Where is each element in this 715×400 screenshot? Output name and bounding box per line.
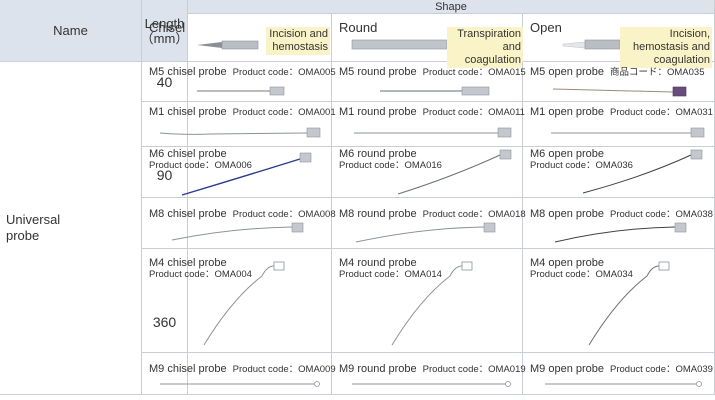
cell-m1-open: M1 open probe Product code：OMA031	[523, 102, 715, 147]
cell-m1-chisel: M1 chisel probe Product code：OMA001	[142, 102, 336, 147]
product-name: M4 chisel probe	[149, 257, 227, 269]
product-name: M6 chisel probe	[149, 148, 227, 160]
product-code: Product code：OMA018	[422, 209, 526, 220]
product-name: M1 chisel probe	[149, 106, 227, 118]
probe-image	[355, 222, 496, 243]
header-shape-text: Shape	[435, 0, 467, 13]
product-code: Product code：OMA015	[422, 67, 526, 78]
header-name: Name	[0, 0, 142, 62]
product-name: M5 open probe	[530, 66, 604, 78]
cell-m5-open: M5 open probe 商品コード：OMA035	[523, 62, 715, 102]
product-name: M6 round probe	[339, 148, 417, 160]
length-360: 360	[152, 313, 177, 330]
probe-image	[181, 152, 312, 196]
probe-image	[554, 222, 687, 243]
product-name: M8 chisel probe	[149, 208, 227, 220]
product-name: M4 open probe	[530, 257, 604, 269]
product-code: Product code：OMA001	[232, 107, 336, 118]
product-code: Product code：OMA009	[232, 364, 336, 375]
shape-chisel-label: Chisel	[149, 20, 186, 35]
cell-m9-open: M9 open probe Product code：OMA039	[523, 353, 715, 395]
product-code: Product code：OMA019	[422, 364, 526, 375]
product-code: Product code：OMA004	[149, 269, 252, 280]
row-name-text: Universal probe	[6, 212, 61, 243]
product-name: M6 open probe	[530, 148, 604, 160]
product-name: M1 open probe	[530, 106, 604, 118]
cell-m9-round: M9 round probe Product code：OMA019	[332, 353, 526, 395]
probe-image	[171, 222, 304, 241]
cell-m9-chisel: M9 chisel probe Product code：OMA009	[142, 353, 336, 395]
shape-header-round: Round Transpiration and coagulation	[332, 14, 523, 68]
product-code: Product code：OMA008	[232, 209, 336, 220]
chisel-note: Incision and hemostasis	[266, 27, 330, 55]
probe-image	[551, 127, 705, 138]
probe-image	[354, 127, 512, 138]
product-name: M9 open probe	[530, 363, 604, 375]
probe-image	[159, 127, 321, 138]
product-code: Product code：OMA006	[149, 160, 252, 171]
probe-image	[203, 261, 285, 346]
product-name: M5 chisel probe	[149, 66, 227, 78]
shape-header-chisel: Chisel Incision and hemostasis	[142, 14, 332, 62]
shape-round-label: Round	[339, 20, 378, 35]
cell-m5-chisel: M5 chisel probe Product code：OMA005	[142, 62, 336, 102]
cell-m8-chisel: M8 chisel probe Product code：OMA008	[142, 198, 336, 249]
product-code: Product code：OMA011	[422, 107, 525, 118]
product-name: M4 round probe	[339, 257, 417, 269]
product-code: Product code：OMA038	[610, 209, 713, 220]
header-length-text: Length （mm）	[140, 15, 189, 46]
cell-m8-round: M8 round probe Product code：OMA018	[332, 198, 526, 249]
probe-image	[380, 86, 490, 96]
header-name-text: Name	[53, 23, 88, 38]
product-code: Product code：OMA031	[610, 107, 713, 118]
probe-image	[582, 149, 703, 194]
probe-image	[352, 381, 511, 387]
shape-header-open: Open Incision, hemostasis and coagulatio…	[523, 14, 715, 68]
product-code: Product code：OMA014	[339, 269, 442, 280]
product-code: Product code：OMA034	[530, 269, 633, 280]
product-name: M9 round probe	[339, 363, 417, 375]
chisel-probe-image	[197, 40, 259, 50]
open-probe-image	[562, 39, 621, 50]
header-length: Length （mm）	[140, 0, 189, 62]
product-code: Product code：OMA005	[232, 67, 336, 78]
product-code: Product code：OMA016	[339, 160, 442, 171]
product-name: M8 open probe	[530, 208, 604, 220]
row-name-cell: Universal probe	[0, 62, 142, 395]
probe-image	[552, 86, 687, 97]
cell-m5-round: M5 round probe Product code：OMA015	[332, 62, 526, 102]
probe-image	[160, 381, 320, 387]
open-note: Incision, hemostasis and coagulation	[620, 27, 712, 68]
product-code: Product code：OMA036	[530, 160, 633, 171]
product-name: M8 round probe	[339, 208, 417, 220]
product-name: M5 round probe	[339, 66, 417, 78]
product-name: M9 chisel probe	[149, 363, 227, 375]
probe-image	[197, 86, 285, 96]
product-code: Product code：OMA039	[610, 364, 713, 375]
header-shape: Shape	[188, 0, 715, 14]
product-name: M1 round probe	[339, 106, 417, 118]
probe-image	[588, 261, 670, 346]
probe-image	[391, 261, 473, 346]
product-code: 商品コード：OMA035	[610, 67, 705, 78]
round-note: Transpiration and coagulation	[447, 27, 523, 68]
length-40: 40	[156, 73, 173, 90]
shape-open-label: Open	[530, 20, 562, 35]
probe-image	[397, 149, 512, 195]
cell-m1-round: M1 round probe Product code：OMA011	[332, 102, 525, 147]
length-90: 90	[156, 167, 173, 183]
probe-image	[545, 381, 702, 387]
cell-m8-open: M8 open probe Product code：OMA038	[523, 198, 715, 249]
